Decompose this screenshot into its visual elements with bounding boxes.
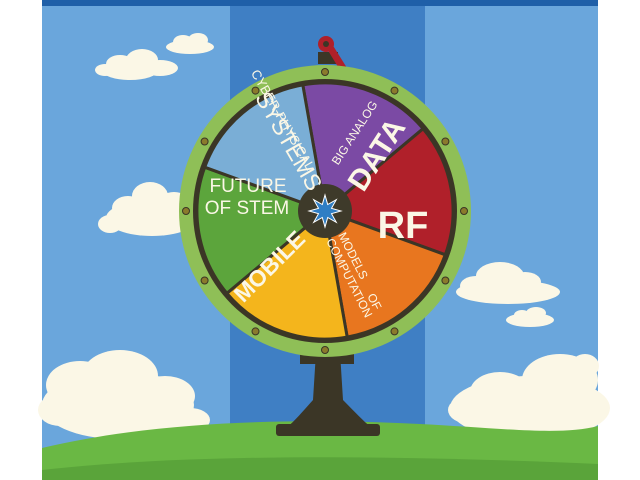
wheel-segment-future-of-stem (202, 83, 327, 214)
label-future-line1: FUTURE (209, 176, 286, 197)
rim-rivet (251, 327, 260, 336)
cloud-bottom-left (38, 350, 210, 439)
cloud-right-middle (456, 262, 560, 304)
cloud-bottom-right (448, 354, 610, 440)
cloud-right-small (506, 307, 554, 327)
wheel-segment-mobile (195, 165, 328, 296)
wheel-segment-models-of-computation (224, 208, 349, 341)
wheel-segment-cyber-physical (301, 81, 426, 214)
rim-rivet (251, 86, 260, 95)
wheel-segment-rf (323, 208, 448, 339)
rim-rivet (321, 346, 329, 354)
prize-wheel (179, 65, 471, 357)
rim-rivet (200, 276, 209, 285)
rim-rivet (441, 276, 450, 285)
cloud-top-left (95, 49, 178, 80)
rim-rivet (460, 207, 468, 215)
clouds (38, 33, 610, 440)
grass-shadow (42, 457, 598, 480)
wheel-stand (276, 320, 380, 436)
rim-rivet (441, 137, 450, 146)
top-bar (42, 0, 598, 6)
wheel-segment-big-analog-data (322, 126, 455, 257)
rim-rivet (200, 137, 209, 146)
rim-rivet (390, 327, 399, 336)
cloud-top-middle (166, 33, 214, 54)
rim-rivet (321, 68, 329, 76)
label-models-line2: OF (364, 291, 384, 312)
star-icon (307, 193, 343, 229)
rim-rivet (182, 207, 190, 215)
label-future-line2: OF STEM (205, 198, 289, 219)
rim-rivet (390, 86, 399, 95)
label-rf: RF (378, 205, 429, 247)
